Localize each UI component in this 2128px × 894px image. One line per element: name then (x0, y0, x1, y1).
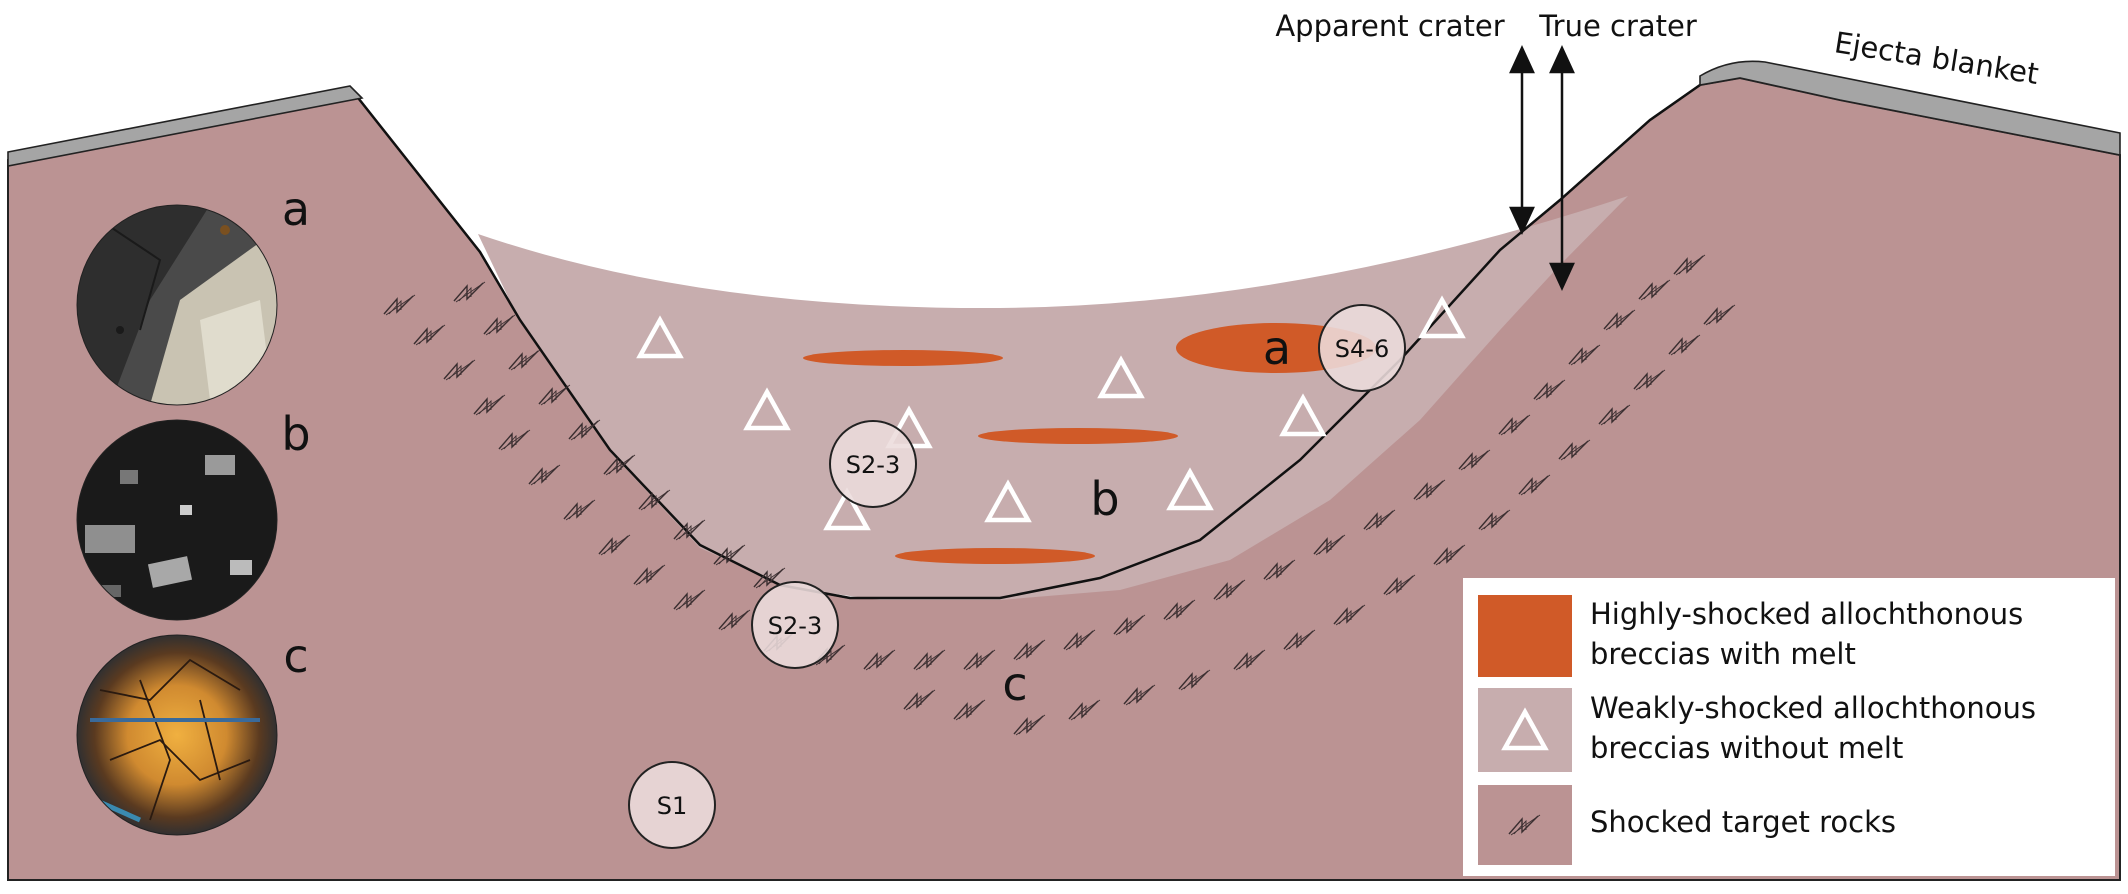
apparent-crater-arrow (1509, 44, 1535, 236)
sample-label: S2-3 (846, 451, 900, 479)
sample-label: S1 (657, 792, 688, 820)
legend-nomelt-line2: breccias without melt (1590, 731, 1903, 765)
sample-label: S2-3 (768, 612, 822, 640)
triangle-icon (1501, 707, 1549, 751)
zone-label-a: a (1263, 321, 1291, 375)
legend-melt-swatch (1478, 595, 1572, 677)
sample-s1: S1 (628, 761, 716, 849)
triangle-icon (1166, 467, 1214, 511)
micrograph-a (76, 204, 278, 406)
sample-s2-3-upper: S2-3 (829, 420, 917, 508)
sample-s4-6: S4-6 (1318, 304, 1406, 392)
triangle-icon (743, 387, 791, 431)
triangle-icon (823, 487, 871, 531)
ejecta-blanket-left (7, 85, 364, 167)
true-crater-arrow (1549, 44, 1575, 292)
micrograph-label-c: c (283, 629, 308, 683)
legend-nomelt-line1: Weakly-shocked allochthonous (1590, 691, 2036, 725)
melt-lens (978, 428, 1178, 444)
triangle-icon (1097, 355, 1145, 399)
legend-melt-line2: breccias with melt (1590, 637, 1856, 671)
micrograph-label-b: b (281, 407, 310, 461)
sample-label: S4-6 (1335, 335, 1389, 363)
ejecta-blanket-right (1699, 60, 2121, 156)
true-crater-label: True crater (1538, 9, 1697, 43)
triangle-icon (636, 315, 684, 359)
triangle-icon (1418, 295, 1466, 339)
micrograph-b (76, 419, 278, 621)
zone-label-b: b (1090, 472, 1119, 526)
melt-lens (803, 350, 1003, 366)
micrograph-label-a: a (282, 182, 310, 236)
legend: Highly-shocked allochthonous breccias wi… (1463, 578, 2115, 876)
breccia-lens (478, 196, 1628, 600)
triangle-icon (1279, 393, 1327, 437)
crater-floor-line (354, 83, 1701, 600)
micrograph-c (76, 634, 278, 836)
melt-lens (895, 548, 1095, 564)
legend-nomelt-swatch (1478, 688, 1572, 772)
legend-target-label: Shocked target rocks (1590, 805, 1896, 839)
apparent-crater-label: Apparent crater (1275, 9, 1504, 43)
zone-label-c: c (1002, 657, 1027, 711)
sample-s2-3-lower: S2-3 (751, 581, 839, 669)
triangle-icon (984, 479, 1032, 523)
legend-melt-line1: Highly-shocked allochthonous (1590, 597, 2023, 631)
